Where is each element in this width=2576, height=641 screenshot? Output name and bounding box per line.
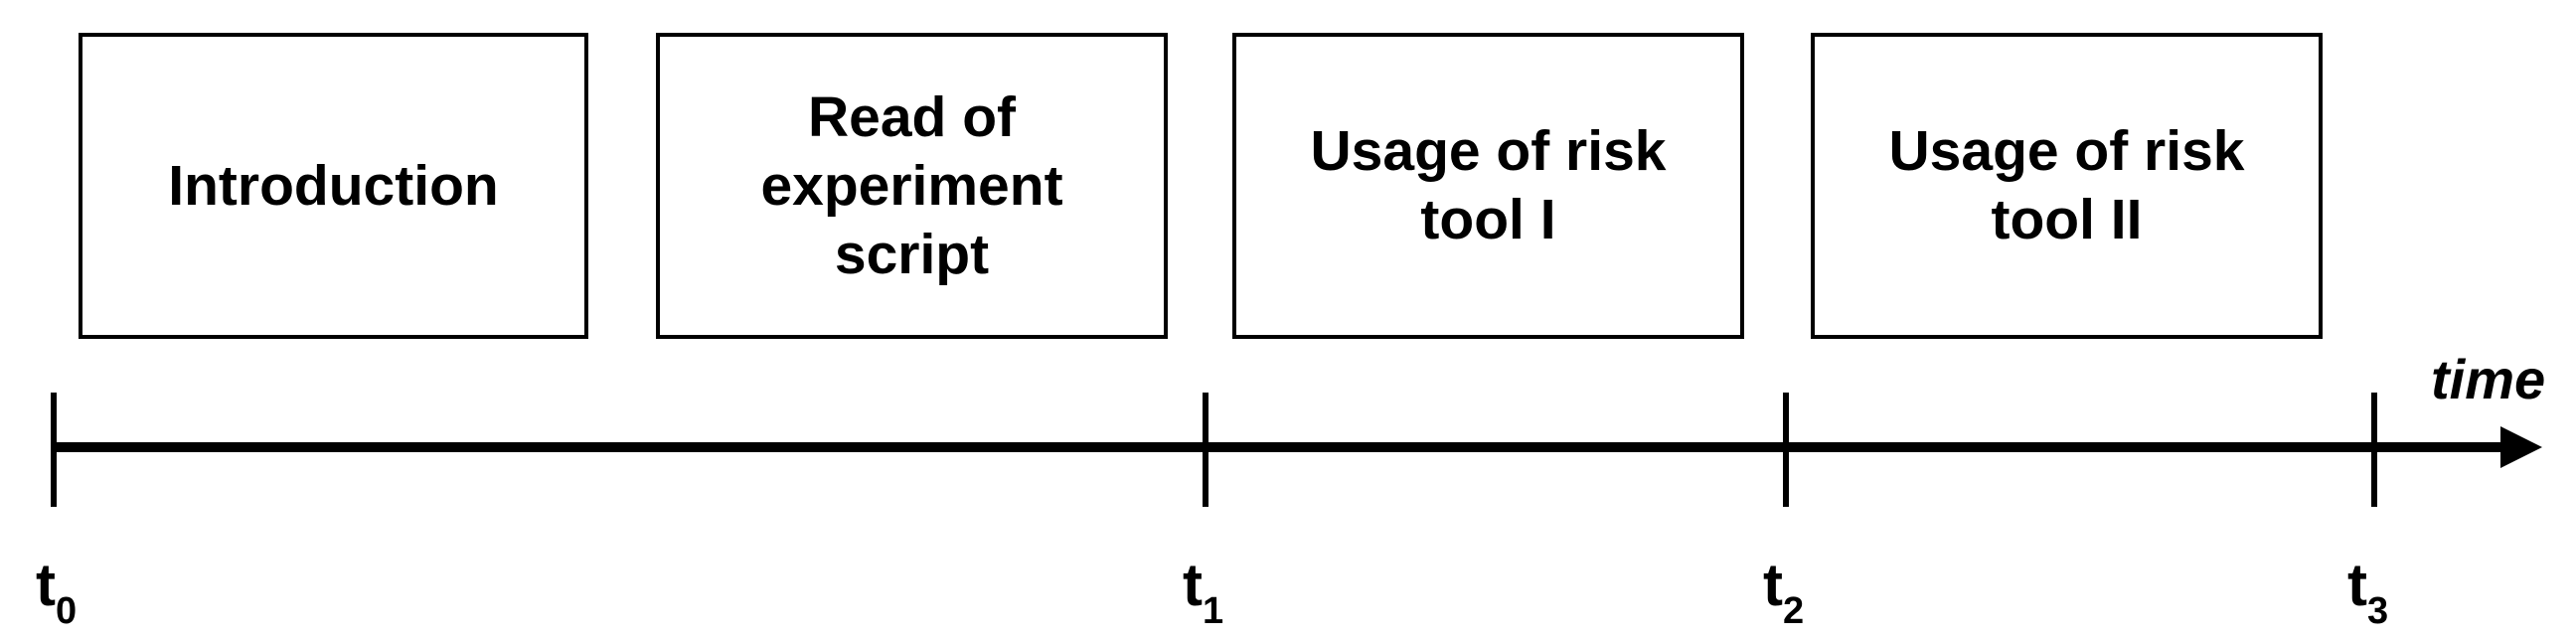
tick-label-t1: t1 [1183,552,1223,632]
phase-box-risk-tool-1: Usage of risk tool I [1232,33,1744,339]
phase-label: Usage of risk tool II [1888,119,2245,251]
tick-label-base: t [2347,552,2367,618]
phase-label: Usage of risk tool I [1310,119,1667,251]
axis-arrowhead [2500,426,2542,468]
phase-box-read-script: Read of experiment script [656,33,1168,339]
phase-label: Read of experiment script [760,84,1063,286]
tick-label-t0: t0 [36,552,77,632]
phase-label: Introduction [168,153,499,218]
tick-label-subscript: 3 [2366,590,2389,632]
tick-label-base: t [1183,552,1203,618]
tick-label-subscript: 2 [1782,590,1805,632]
phase-box-risk-tool-2: Usage of risk tool II [1811,33,2323,339]
tick-label-base: t [36,552,56,618]
tick-label-base: t [1763,552,1783,618]
tick-label-t3: t3 [2347,552,2388,632]
tick-label-subscript: 1 [1202,590,1224,632]
axis-title-time: time [2431,348,2546,410]
tick-label-subscript: 0 [55,590,78,632]
phase-box-introduction: Introduction [79,33,588,339]
tick-label-t2: t2 [1763,552,1804,632]
